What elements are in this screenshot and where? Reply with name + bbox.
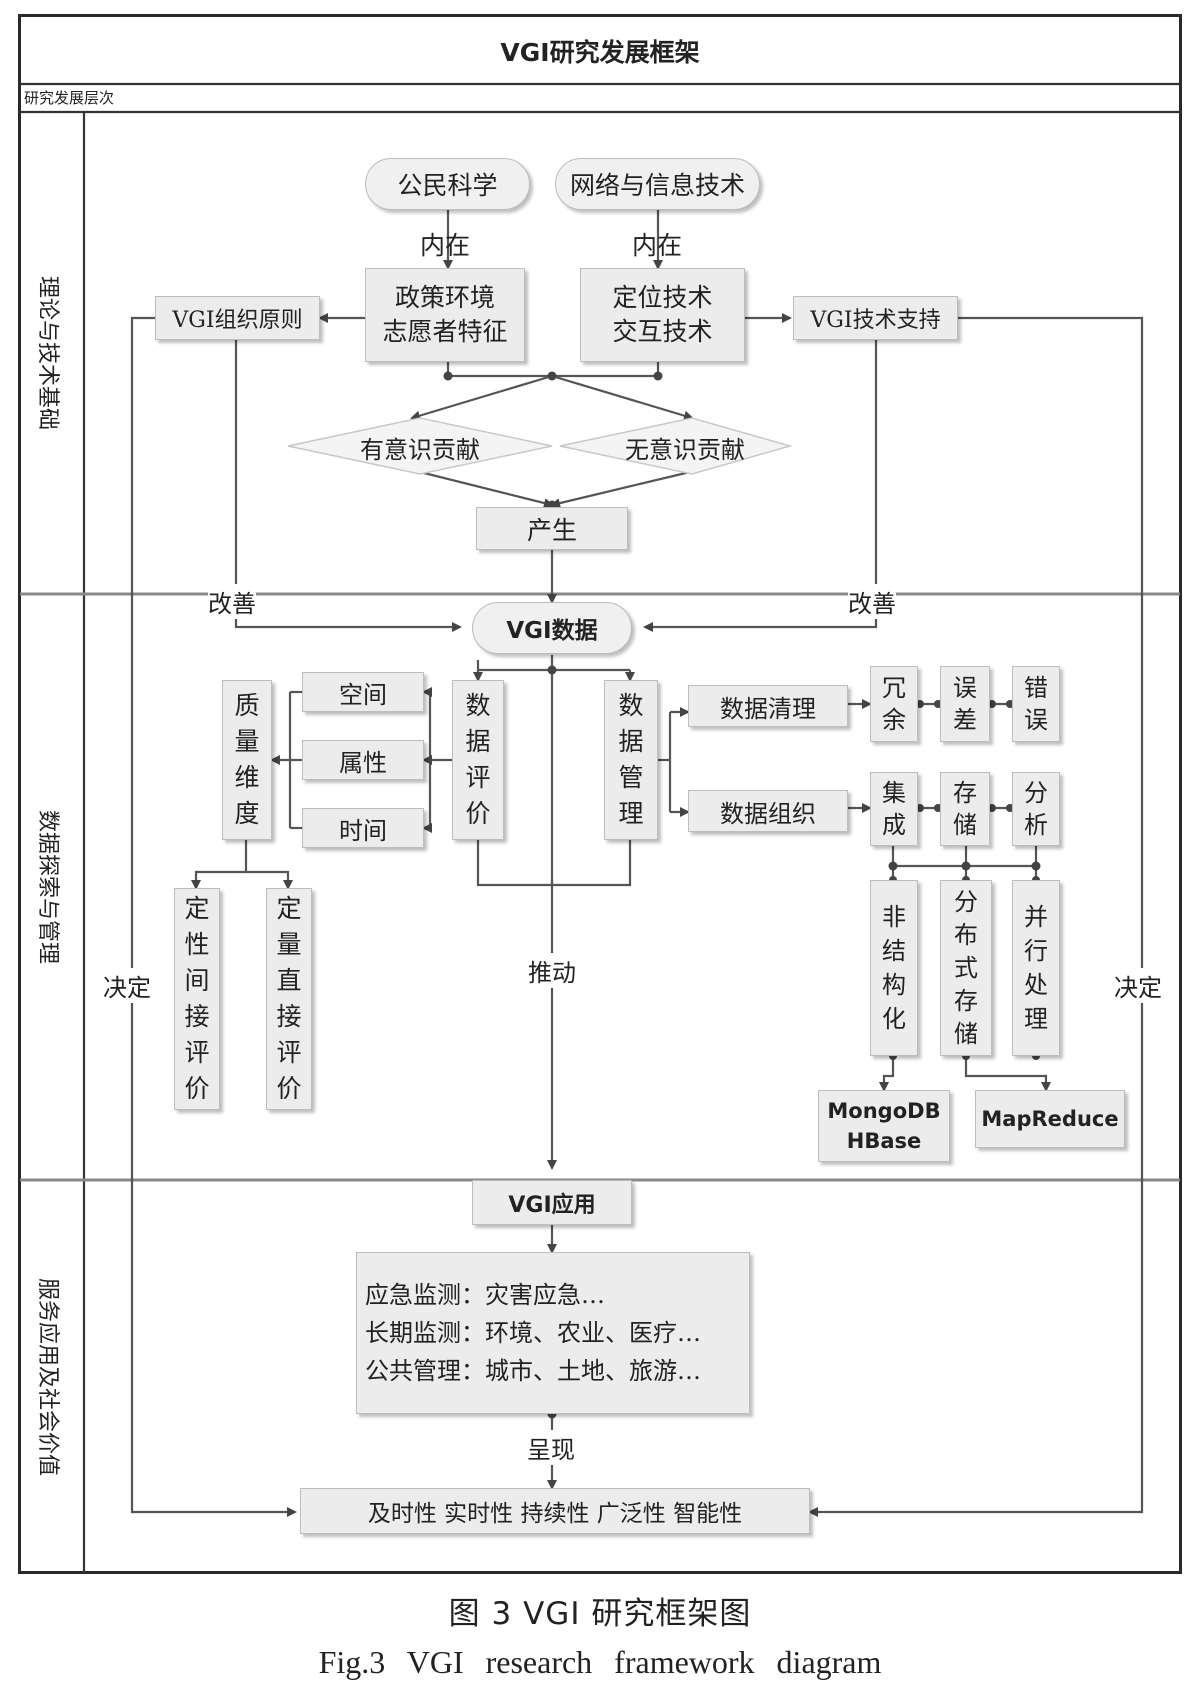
dim-space: 空间 [302,672,424,712]
parallel-processing-node: 并行处理 [1012,880,1060,1056]
lane-label-service: 服务应用及社会价值 [35,1277,61,1476]
org-item-storage: 存储 [940,772,990,846]
conscious-label: 有意识贡献 [360,435,480,464]
drive-label: 推动 [528,953,576,988]
unconscious-diamond [559,417,793,475]
caption-chinese: 图 3 VGI 研究框架图 [448,1596,752,1632]
present-label: 呈现 [527,1430,575,1465]
produce-node: 产生 [476,507,628,550]
mapreduce-node: MapReduce [975,1090,1125,1148]
org-item-integration: 集成 [870,772,918,846]
clean-item-redundancy: 冗余 [870,666,918,742]
policy-node: 政策环境志愿者特征 [365,268,525,362]
vgi-data-node: VGI数据 [472,602,632,654]
tech-node: 定位技术交互技术 [580,268,745,362]
improve-label-left: 改善 [208,584,256,619]
qualitative-eval-node: 定性间接评价 [174,888,220,1110]
app-item: 应急监测：灾害应急… [365,1281,605,1309]
applications-list: 应急监测：灾害应急… 长期监测：环境、农业、医疗… 公共管理：城市、土地、旅游… [356,1252,750,1414]
distributed-storage-node: 分布式存储 [940,880,992,1056]
data-cleaning-node: 数据清理 [688,685,848,727]
decide-label-left: 决定 [103,968,151,1003]
social-values-node: 及时性 实时性 持续性 广泛性 智能性 [300,1488,810,1534]
diagram-frame [18,14,1182,1574]
data-organization-node: 数据组织 [688,790,848,832]
conscious-diamond [287,417,553,475]
citizen-science-node: 公民科学 [365,158,530,210]
diagram-title: VGI研究发展框架 [500,38,700,67]
quality-dimension-node: 质量维度 [222,680,272,840]
org-principle-node: VGI组织原则 [155,296,320,340]
tech-support-node: VGI技术支持 [793,296,958,340]
dim-attribute: 属性 [302,740,424,780]
improve-label-right: 改善 [848,584,896,619]
lane-label-theory: 理论与技术基础 [35,275,61,431]
network-tech-node: 网络与信息技术 [555,158,760,210]
data-management-node: 数据管理 [604,680,658,840]
clean-item-error: 错误 [1012,666,1060,742]
quantitative-eval-node: 定量直接评价 [266,888,312,1110]
subheader-label: 研究发展层次 [24,89,115,107]
clean-item-deviation: 误差 [940,666,990,742]
lane-label-data: 数据探索与管理 [35,809,61,965]
org-item-analysis: 分析 [1012,772,1060,846]
unconscious-label: 无意识贡献 [625,435,745,464]
unstructured-node: 非结构化 [870,880,918,1056]
inner-label-left: 内在 [420,231,471,260]
caption-english: Fig.3 VGI research framework diagram [318,1644,882,1680]
decide-label-right: 决定 [1114,968,1162,1003]
data-evaluation-node: 数据评价 [452,680,504,840]
inner-label-right: 内在 [632,231,683,260]
app-item: 长期监测：环境、农业、医疗… [365,1319,701,1347]
vgi-application-node: VGI应用 [472,1180,632,1225]
app-item: 公共管理：城市、土地、旅游… [365,1357,701,1385]
dim-time: 时间 [302,808,424,848]
